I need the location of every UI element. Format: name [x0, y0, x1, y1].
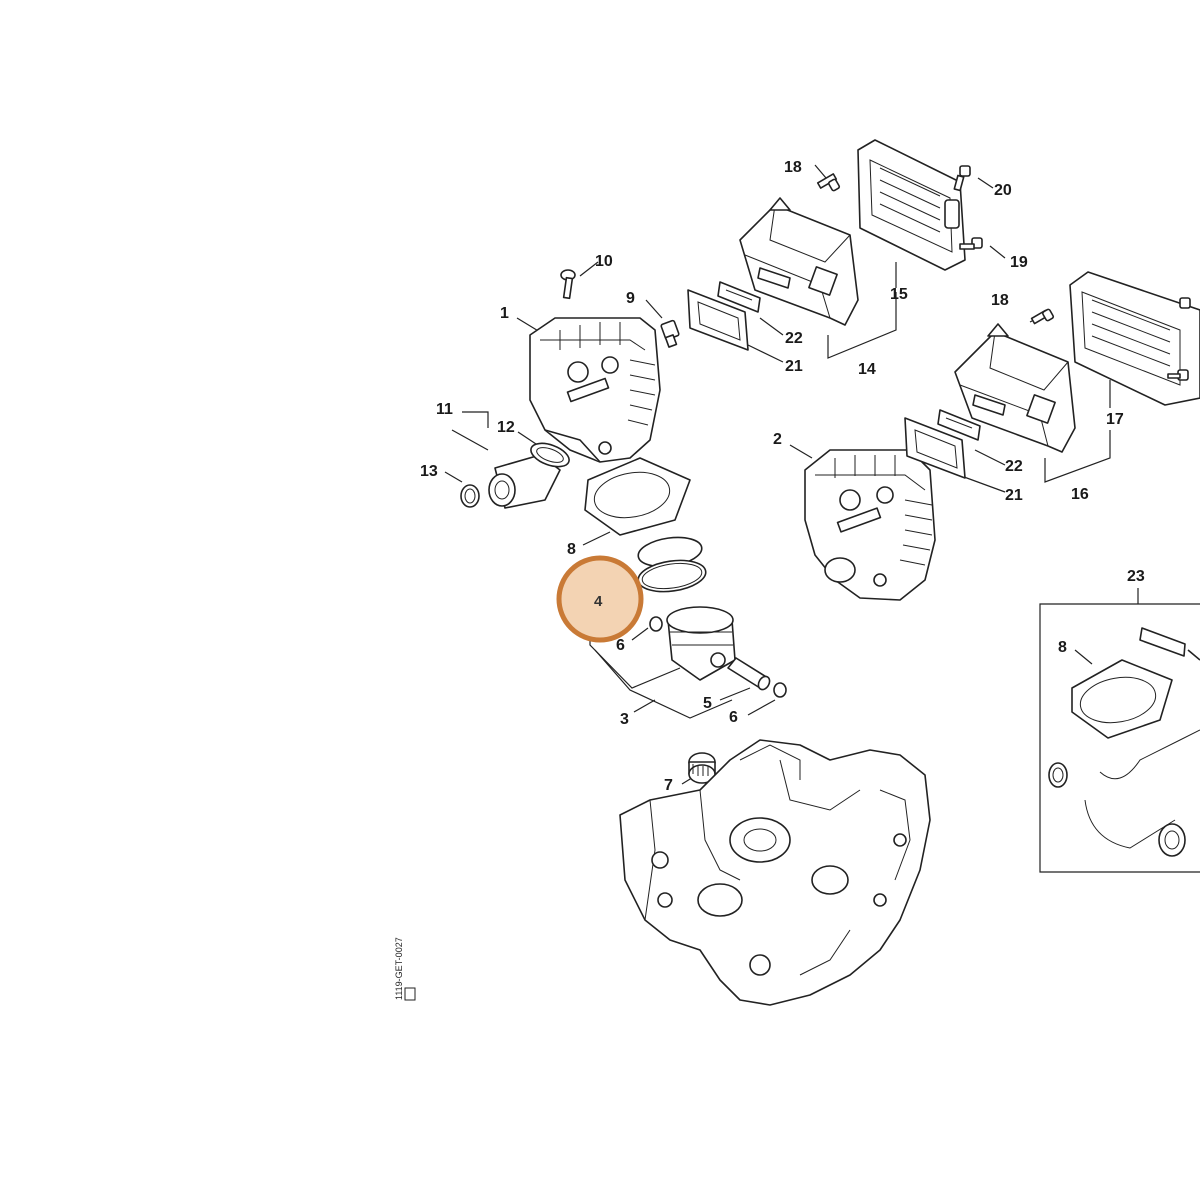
highlight-circle[interactable]: [556, 555, 644, 643]
callout-18a[interactable]: 18: [784, 159, 802, 176]
circlip-6a: [649, 616, 663, 632]
muffler-16: [954, 323, 1076, 453]
intake-flange-12: [488, 442, 570, 509]
gasket-21-right: [904, 417, 966, 479]
gasket-22-right: [937, 409, 981, 441]
gasket-set-box-23: [1039, 603, 1200, 873]
callout-6a[interactable]: 6: [616, 637, 625, 654]
cylinder-2: [804, 449, 936, 601]
muffler-cover-17: [1069, 271, 1200, 406]
gasket-21-top: [687, 289, 749, 351]
needle-bearing-7: [688, 752, 716, 784]
spark-plug-9: [660, 319, 680, 348]
callout-8a[interactable]: 8: [567, 541, 576, 558]
leader-lines: [444, 164, 1139, 785]
screw-18-top: [816, 173, 841, 192]
circlip-6b: [773, 682, 787, 698]
callout-6b[interactable]: 6: [729, 709, 738, 726]
callout-23[interactable]: 23: [1127, 568, 1145, 585]
callout-22b[interactable]: 22: [1005, 458, 1023, 475]
callout-2[interactable]: 2: [773, 431, 782, 448]
piston-pin-5: [727, 657, 771, 691]
drawing-code: 1119-GET-0027: [394, 937, 416, 1001]
clamp-13: [460, 484, 480, 508]
piston-3: [666, 606, 736, 681]
callout-21b[interactable]: 21: [1005, 487, 1023, 504]
callout-20[interactable]: 20: [994, 182, 1012, 199]
screw-18-right: [1030, 308, 1055, 325]
callout-8b[interactable]: 8: [1058, 639, 1067, 656]
callout-labels: 1 2 3 4 5 6 6 7 8 8 9 10 11 12 13 14 15 …: [420, 159, 1145, 794]
screw-right-edge: [1167, 297, 1191, 381]
callout-3[interactable]: 3: [620, 711, 629, 728]
callout-22a[interactable]: 22: [785, 330, 803, 347]
drawing-code-text: 1119-GET-0027: [394, 937, 404, 1000]
cylinder-1: [529, 317, 661, 463]
callout-12[interactable]: 12: [497, 419, 515, 436]
callout-16[interactable]: 16: [1071, 486, 1089, 503]
callout-10[interactable]: 10: [595, 253, 613, 270]
callout-13[interactable]: 13: [420, 463, 438, 480]
muffler-14: [739, 197, 859, 326]
screw-20: [953, 165, 971, 192]
callout-19[interactable]: 19: [1010, 254, 1028, 271]
crankcase: [619, 739, 931, 1006]
callout-17[interactable]: 17: [1106, 411, 1124, 428]
piston-rings-4: [637, 536, 707, 593]
callout-5[interactable]: 5: [703, 695, 712, 712]
muffler-cover-15: [857, 139, 966, 271]
bolt-10: [560, 269, 576, 300]
gasket-22-top: [717, 281, 761, 313]
callout-4[interactable]: 4: [594, 593, 603, 610]
callout-7[interactable]: 7: [664, 777, 673, 794]
callout-15[interactable]: 15: [890, 286, 908, 303]
base-gasket-8: [584, 457, 691, 536]
callout-11[interactable]: 11: [436, 401, 453, 418]
callout-1[interactable]: 1: [500, 305, 509, 322]
callout-18b[interactable]: 18: [991, 292, 1009, 309]
callout-14[interactable]: 14: [858, 361, 876, 378]
callout-21a[interactable]: 21: [785, 358, 803, 375]
screw-19: [959, 237, 983, 250]
callout-9[interactable]: 9: [626, 290, 635, 307]
